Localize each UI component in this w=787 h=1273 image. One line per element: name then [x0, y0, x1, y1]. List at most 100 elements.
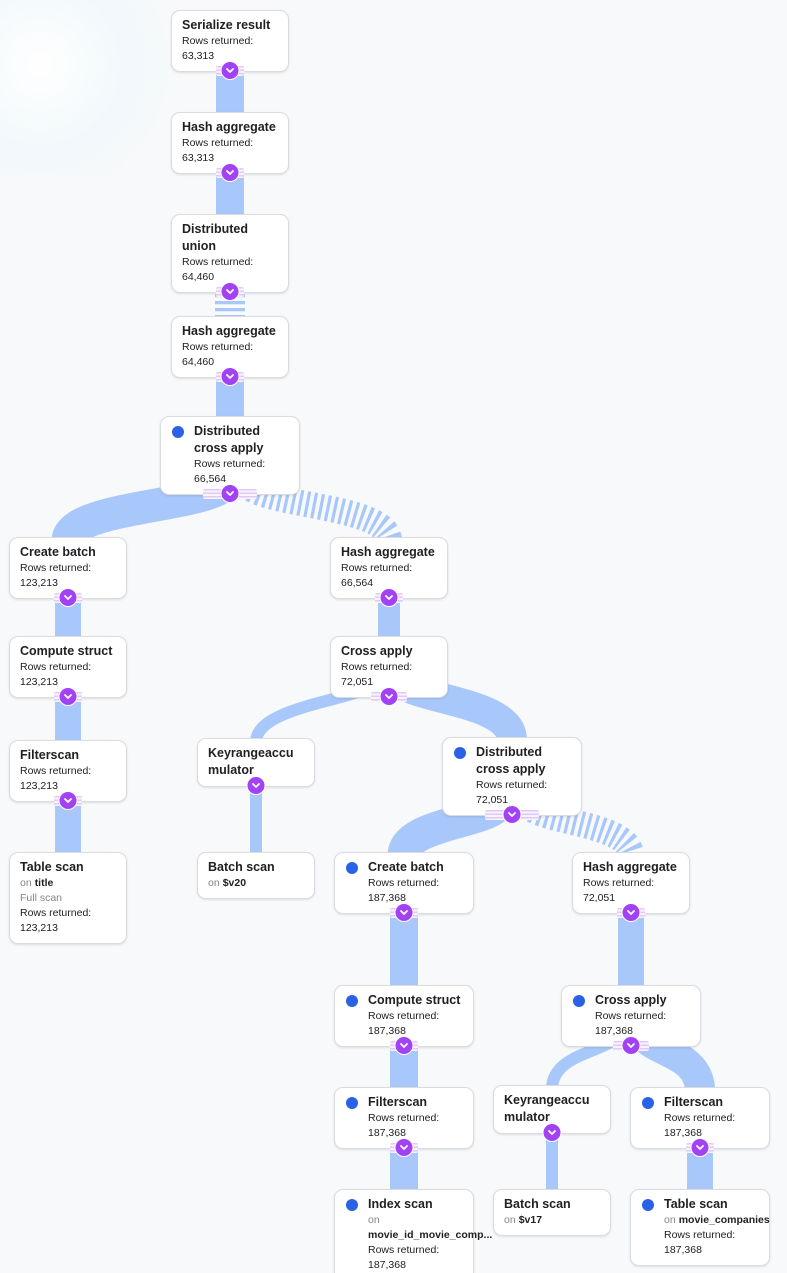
collapse-chevron-button[interactable] [379, 687, 399, 706]
node-title: Filterscan [20, 748, 80, 762]
collapse-chevron-button[interactable] [58, 687, 78, 706]
plan-node-hash-aggregate-3[interactable]: Hash aggregate Rows returned: 66,564 [330, 537, 448, 607]
on-label: on [368, 1214, 380, 1226]
node-title: Compute struct [368, 993, 461, 1007]
plan-node-batch-scan-2[interactable]: Batch scan on$v17 [493, 1189, 611, 1236]
on-label: on [664, 1214, 676, 1226]
node-title: Cross apply [595, 993, 667, 1007]
rows-returned: Rows returned: 63,313 [182, 137, 254, 164]
plan-node-compute-struct-1[interactable]: Compute struct Rows returned: 123,213 [9, 636, 127, 706]
scan-target: $v20 [222, 877, 247, 889]
background-watermark [0, 0, 200, 175]
node-title: Batch scan [504, 1197, 571, 1211]
plan-node-filterscan-3[interactable]: Filterscan Rows returned: 187,368 [630, 1087, 770, 1157]
node-title: Distributed cross apply [194, 424, 264, 455]
node-title: Index scan [368, 1197, 433, 1211]
rows-returned: Rows returned: 123,213 [20, 907, 92, 934]
distributed-indicator-dot [573, 995, 585, 1007]
rows-returned: Rows returned: 187,368 [368, 1244, 440, 1271]
node-title: Cross apply [341, 644, 413, 658]
scan-note: Full scan [20, 892, 63, 904]
collapse-chevron-button[interactable] [220, 163, 240, 182]
distributed-indicator-dot [642, 1097, 654, 1109]
plan-node-create-batch-2[interactable]: Create batch Rows returned: 187,368 [334, 852, 474, 922]
rows-returned: Rows returned: 187,368 [368, 1010, 440, 1037]
node-title: Hash aggregate [182, 120, 276, 134]
node-title: Filterscan [664, 1095, 724, 1109]
node-title: Table scan [20, 860, 84, 874]
rows-returned: Rows returned: 66,564 [194, 458, 266, 485]
plan-node-compute-struct-2[interactable]: Compute struct Rows returned: 187,368 [334, 985, 474, 1055]
scan-target: movie_id_movie_comp... [368, 1229, 493, 1241]
node-title: Serialize result [182, 18, 271, 32]
distributed-indicator-dot [346, 862, 358, 874]
plan-node-distributed-union[interactable]: Distributed union Rows returned: 64,460 [171, 214, 289, 301]
on-label: on [20, 877, 32, 889]
rows-returned: Rows returned: 63,313 [182, 35, 254, 62]
node-title: Keyrangeaccumulator [504, 1093, 590, 1124]
node-title: Distributed cross apply [476, 745, 546, 776]
node-title: Hash aggregate [341, 545, 435, 559]
node-title: Batch scan [208, 860, 275, 874]
rows-returned: Rows returned: 187,368 [368, 877, 440, 904]
node-title: Create batch [20, 545, 96, 559]
rows-returned: Rows returned: 187,368 [664, 1229, 736, 1256]
plan-node-distributed-cross-apply-1[interactable]: Distributed cross apply Rows returned: 6… [160, 416, 300, 503]
distributed-indicator-dot [172, 426, 184, 438]
collapse-chevron-button[interactable] [690, 1138, 710, 1157]
on-label: on [504, 1214, 516, 1226]
plan-node-hash-aggregate-4[interactable]: Hash aggregate Rows returned: 72,051 [572, 852, 690, 922]
collapse-chevron-button[interactable] [394, 903, 414, 922]
collapse-chevron-button[interactable] [58, 791, 78, 810]
rows-returned: Rows returned: 187,368 [664, 1112, 736, 1139]
node-title: Hash aggregate [583, 860, 677, 874]
rows-returned: Rows returned: 72,051 [583, 877, 655, 904]
collapse-chevron-button[interactable] [220, 484, 240, 503]
plan-node-serialize-result[interactable]: Serialize result Rows returned: 63,313 [171, 10, 289, 80]
rows-returned: Rows returned: 72,051 [476, 779, 548, 806]
rows-returned: Rows returned: 123,213 [20, 765, 92, 792]
collapse-chevron-button[interactable] [621, 903, 641, 922]
plan-node-index-scan-1[interactable]: Index scan on movie_id_movie_comp... Row… [334, 1189, 493, 1273]
distributed-indicator-dot [346, 995, 358, 1007]
collapse-chevron-button[interactable] [58, 588, 78, 607]
plan-node-keyrangeaccumulator-1[interactable]: Keyrangeaccumulator [197, 738, 315, 795]
collapse-chevron-button[interactable] [246, 776, 266, 795]
scan-target: $v17 [518, 1214, 543, 1226]
plan-node-cross-apply-1[interactable]: Cross apply Rows returned: 72,051 [330, 636, 448, 706]
collapse-chevron-button[interactable] [542, 1123, 562, 1142]
rows-returned: Rows returned: 123,213 [20, 562, 92, 589]
node-title: Keyrangeaccumulator [208, 746, 294, 777]
rows-returned: Rows returned: 72,051 [341, 661, 413, 688]
rows-returned: Rows returned: 187,368 [368, 1112, 440, 1139]
plan-node-create-batch-1[interactable]: Create batch Rows returned: 123,213 [9, 537, 127, 607]
collapse-chevron-button[interactable] [220, 282, 240, 301]
plan-node-filterscan-2[interactable]: Filterscan Rows returned: 187,368 [334, 1087, 474, 1157]
collapse-chevron-button[interactable] [394, 1036, 414, 1055]
scan-target: movie_companies [678, 1214, 770, 1226]
collapse-chevron-button[interactable] [621, 1036, 641, 1055]
plan-node-distributed-cross-apply-2[interactable]: Distributed cross apply Rows returned: 7… [442, 737, 582, 824]
plan-node-keyrangeaccumulator-2[interactable]: Keyrangeaccumulator [493, 1085, 611, 1142]
collapse-chevron-button[interactable] [394, 1138, 414, 1157]
distributed-indicator-dot [346, 1199, 358, 1211]
collapse-chevron-button[interactable] [502, 805, 522, 824]
node-title: Compute struct [20, 644, 113, 658]
plan-node-hash-aggregate-1[interactable]: Hash aggregate Rows returned: 63,313 [171, 112, 289, 182]
plan-node-filterscan-1[interactable]: Filterscan Rows returned: 123,213 [9, 740, 127, 810]
node-title: Create batch [368, 860, 444, 874]
rows-returned: Rows returned: 64,460 [182, 256, 254, 283]
node-title: Hash aggregate [182, 324, 276, 338]
node-title: Table scan [664, 1197, 728, 1211]
plan-node-hash-aggregate-2[interactable]: Hash aggregate Rows returned: 64,460 [171, 316, 289, 386]
rows-returned: Rows returned: 187,368 [595, 1010, 667, 1037]
collapse-chevron-button[interactable] [220, 61, 240, 80]
collapse-chevron-button[interactable] [379, 588, 399, 607]
collapse-chevron-button[interactable] [220, 367, 240, 386]
plan-node-cross-apply-2[interactable]: Cross apply Rows returned: 187,368 [561, 985, 701, 1055]
plan-node-batch-scan-1[interactable]: Batch scan on$v20 [197, 852, 315, 899]
scan-target: title [34, 877, 54, 889]
